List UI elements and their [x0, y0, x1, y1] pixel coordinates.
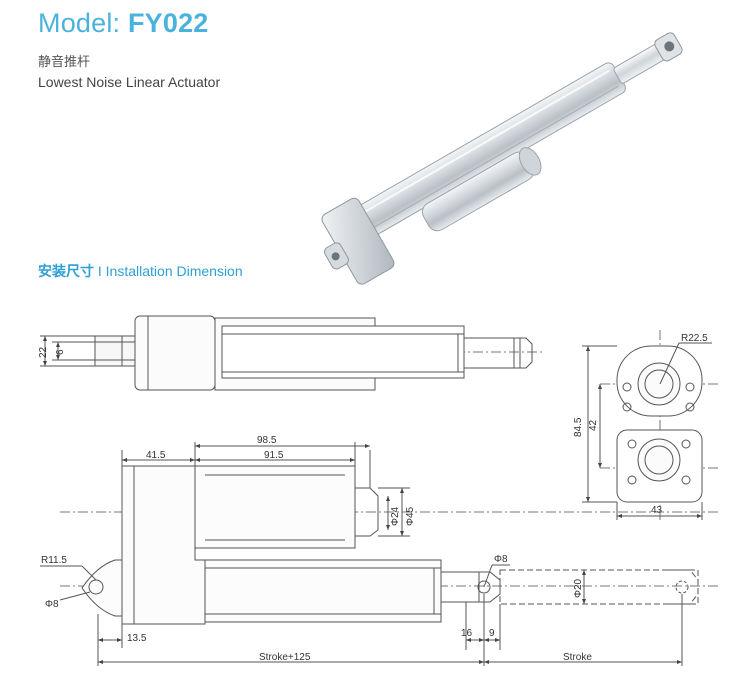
- motor-end-cap: [518, 147, 542, 176]
- rear-clevis-hole: [331, 252, 340, 261]
- rod-end-hole: [664, 41, 675, 52]
- section-title-chinese: 安装尺寸: [38, 263, 94, 279]
- dim-r22-5: R22.5: [681, 333, 708, 344]
- dim-r11-5: R11.5: [41, 555, 67, 566]
- dim-84-5: 84.5: [573, 417, 584, 437]
- model-title: Model: FY022: [38, 8, 220, 39]
- actuator-illustration: [321, 32, 683, 285]
- dim-phi20: Φ20: [573, 578, 584, 598]
- model-code: FY022: [127, 8, 209, 38]
- dim-top-6: 6: [55, 349, 66, 355]
- dim-phi8-left: Φ8: [45, 599, 59, 610]
- section-title-english: Installation Dimension: [105, 263, 243, 279]
- dim-top-22: 22: [38, 346, 49, 358]
- tube-groove: [372, 85, 619, 229]
- dim-98-5: 98.5: [257, 435, 277, 446]
- dim-phi45: Φ45: [405, 506, 416, 526]
- english-subtitle: Lowest Noise Linear Actuator: [38, 74, 221, 90]
- dim-91-5: 91.5: [264, 450, 284, 461]
- dim-stroke: Stroke: [563, 652, 592, 663]
- section-title-separator: I: [94, 263, 106, 279]
- dim-phi8-right: Φ8: [494, 554, 508, 565]
- dim-43: 43: [651, 505, 663, 516]
- dim-9: 9: [489, 628, 495, 639]
- side-view: [40, 442, 720, 666]
- dim-41-5: 41.5: [146, 450, 166, 461]
- actuator-tube: [352, 62, 626, 239]
- tube-highlight: [362, 69, 610, 214]
- dim-13-5: 13.5: [127, 633, 147, 644]
- model-prefix: Model:: [38, 8, 128, 38]
- end-view: [582, 330, 720, 520]
- header: Model: FY022 静音推杆 Lowest Noise Linear Ac…: [38, 8, 220, 90]
- chinese-subtitle: 静音推杆: [38, 54, 91, 69]
- dim-phi24: Φ24: [390, 506, 401, 526]
- top-view: [40, 315, 545, 391]
- dim-stroke-125: Stroke+125: [259, 652, 311, 663]
- dim-16: 16: [461, 628, 473, 639]
- section-title: 安装尺寸 I Installation Dimension: [38, 261, 243, 281]
- dim-42: 42: [588, 419, 599, 431]
